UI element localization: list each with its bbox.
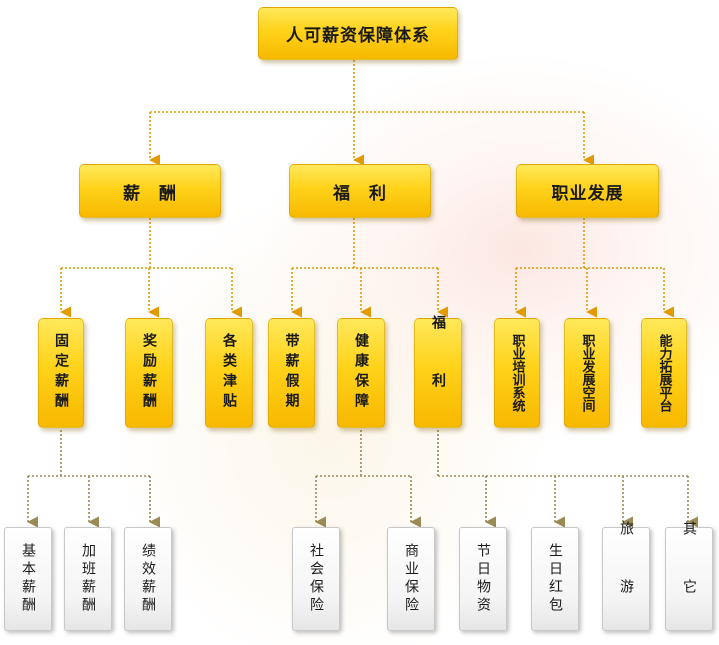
node-fixed-pay: 固定薪酬 (38, 318, 84, 428)
level1-connectors (59, 218, 675, 318)
node-label: 加班薪酬 (80, 543, 96, 615)
root-label: 人可薪资保障体系 (286, 26, 430, 46)
leaf-commercial-insurance: 商业保险 (387, 527, 435, 631)
node-label: 健康保障 (353, 333, 369, 413)
node-label: 职业培训系统 (509, 334, 525, 412)
leaf-base-pay: 基本薪酬 (4, 527, 52, 631)
leaf-social-insurance: 社会保险 (292, 527, 340, 631)
node-label: 节日物资 (475, 543, 491, 615)
node-label: 基本薪酬 (20, 543, 36, 615)
node-label: 能力拓展平台 (656, 334, 672, 412)
leaf-others: 其它 (665, 521, 713, 637)
leaf-travel: 旅游 (602, 521, 650, 637)
node-label: 固定薪酬 (53, 333, 69, 413)
node-label: 福 利 (333, 183, 387, 204)
node-label: 福利 (430, 315, 446, 431)
node-compensation: 薪 酬 (79, 164, 221, 218)
leaf-overtime-pay: 加班薪酬 (64, 527, 112, 631)
node-ability-platform: 能力拓展平台 (641, 318, 687, 428)
node-welfare: 福 利 (289, 164, 431, 218)
node-label: 商业保险 (403, 543, 419, 615)
node-label: 生日红包 (547, 543, 563, 615)
node-label: 薪 酬 (123, 183, 177, 204)
node-label: 其它 (681, 521, 697, 637)
node-label: 职业发展 (551, 183, 624, 204)
node-paid-leave: 带薪假期 (268, 318, 315, 428)
leaf-birthday-gift: 生日红包 (531, 527, 579, 631)
node-label: 绩效薪酬 (140, 543, 156, 615)
leaf-performance-pay: 绩效薪酬 (124, 527, 172, 631)
node-training-system: 职业培训系统 (494, 318, 540, 428)
node-label: 社会保险 (308, 543, 324, 615)
root-connectors (148, 60, 595, 166)
node-label: 奖励薪酬 (141, 333, 157, 413)
node-bonus-pay: 奖励薪酬 (125, 318, 173, 428)
node-label: 职业发展空间 (579, 334, 595, 412)
node-allowances: 各类津贴 (205, 318, 253, 428)
node-career-development: 职业发展 (516, 164, 659, 218)
node-label: 带薪假期 (283, 333, 300, 413)
node-health-protection: 健康保障 (337, 318, 385, 428)
node-benefits: 福利 (414, 315, 462, 431)
node-label: 各类津贴 (221, 333, 237, 413)
level2-connectors (26, 430, 699, 528)
leaf-holiday-goods: 节日物资 (459, 527, 507, 631)
node-career-space: 职业发展空间 (564, 318, 610, 428)
node-label: 旅游 (618, 521, 634, 637)
root-node: 人可薪资保障体系 (258, 7, 458, 60)
